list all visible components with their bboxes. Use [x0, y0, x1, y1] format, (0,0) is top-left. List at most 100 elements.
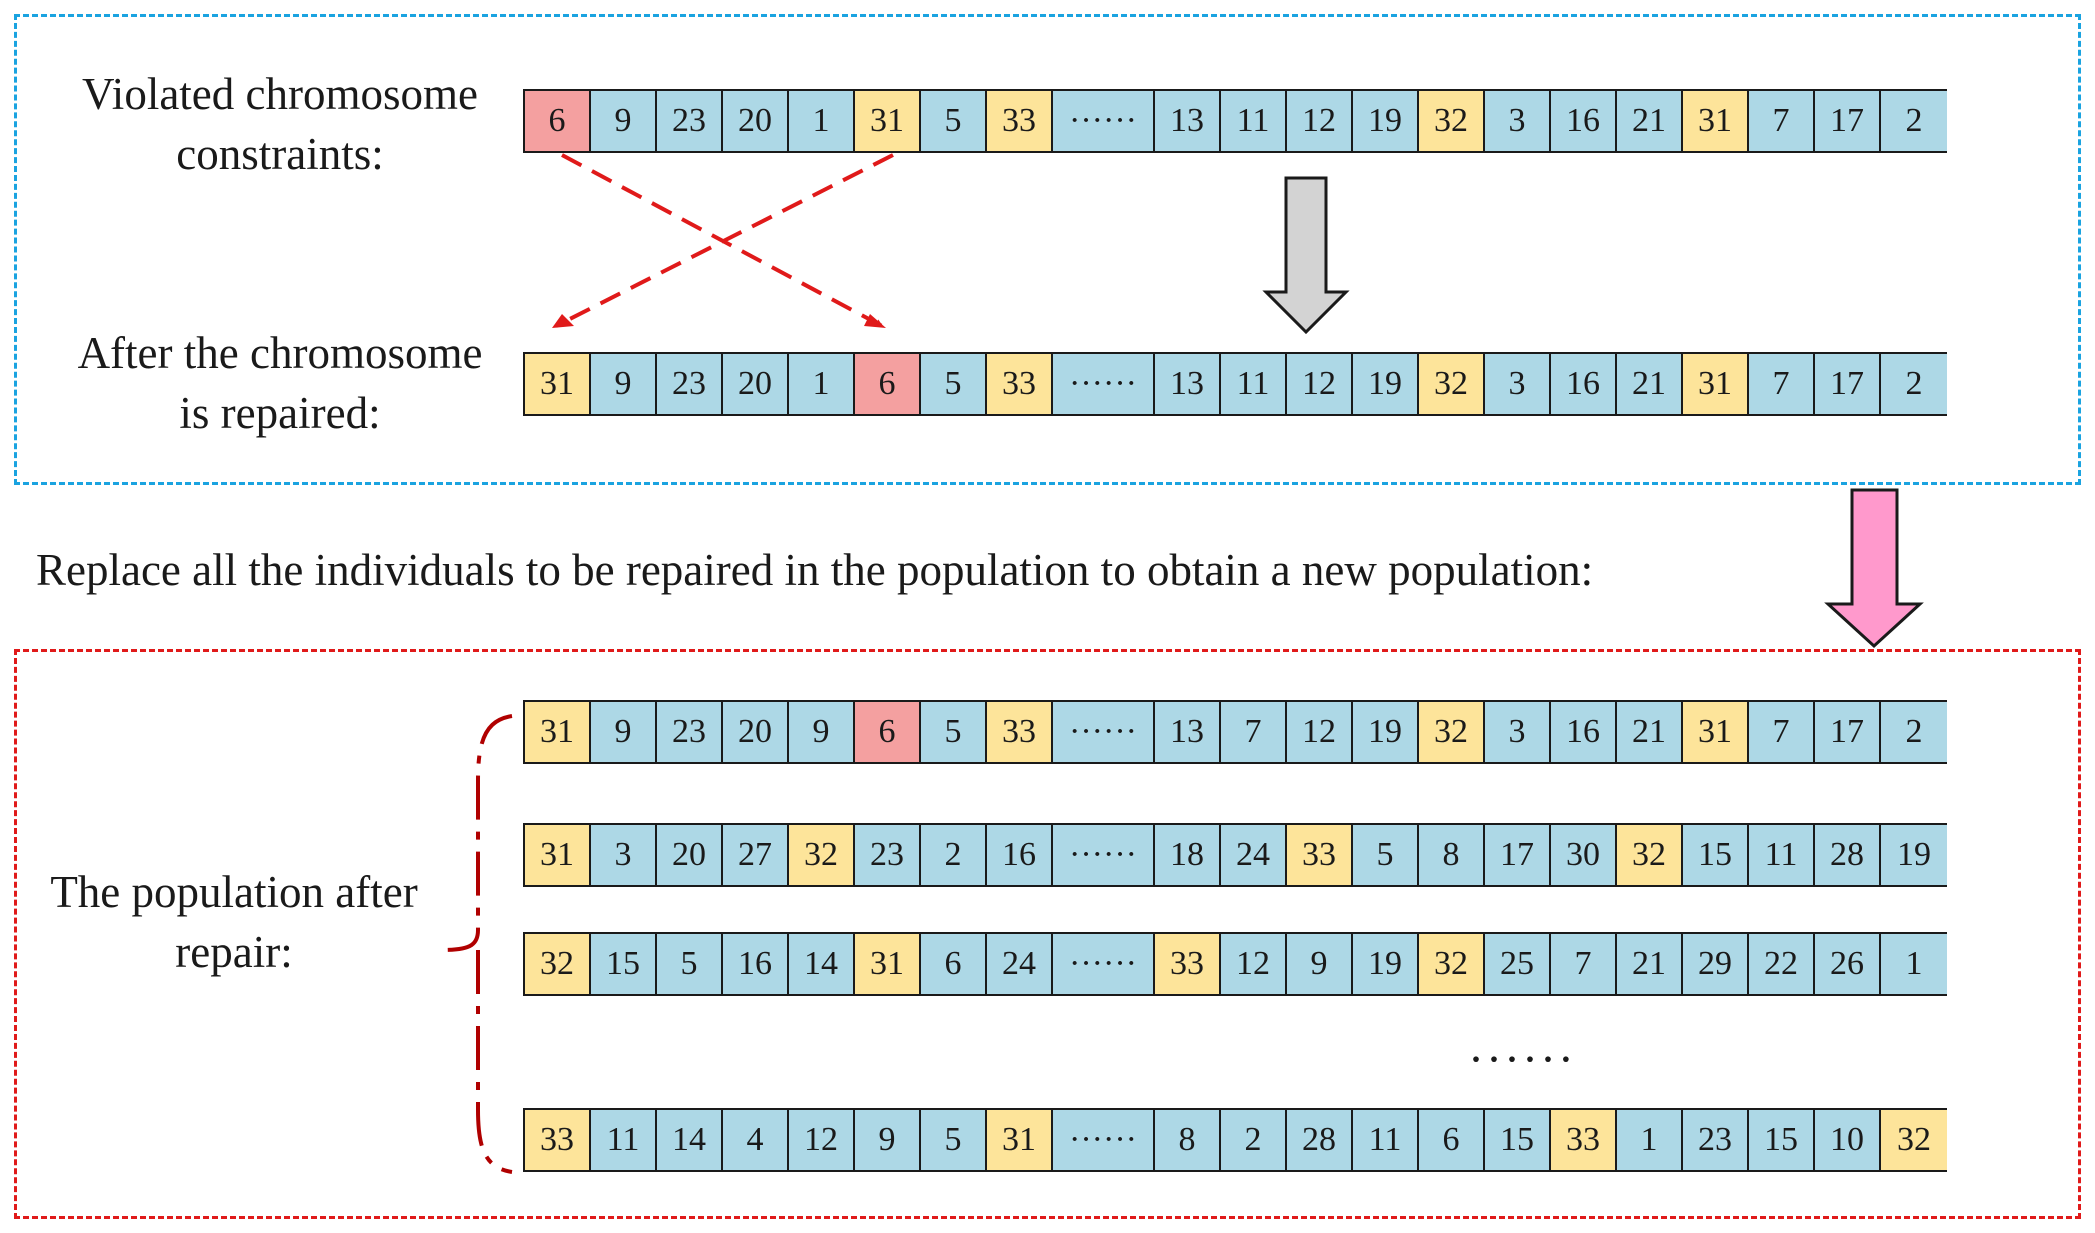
gene-cell: 2	[1221, 1110, 1287, 1170]
gene-cell: 9	[591, 702, 657, 762]
repaired-label: After the chromosome is repaired:	[30, 323, 530, 443]
gene-cell: 2	[1881, 702, 1947, 762]
replace-caption: Replace all the individuals to be repair…	[36, 545, 1594, 595]
gene-cell: 30	[1551, 825, 1617, 885]
gene-cell: 9	[591, 354, 657, 414]
gene-ellipsis: ······	[1053, 702, 1155, 762]
gene-cell: 11	[1353, 1110, 1419, 1170]
gene-cell: 24	[1221, 825, 1287, 885]
gene-cell: 8	[1155, 1110, 1221, 1170]
population-label: The population after repair:	[14, 862, 454, 982]
gene-cell: 33	[1287, 825, 1353, 885]
gene-cell: 17	[1485, 825, 1551, 885]
gene-cell: 32	[1419, 354, 1485, 414]
gene-cell: 33	[987, 702, 1053, 762]
gene-cell: 5	[657, 934, 723, 994]
gene-cell: 29	[1683, 934, 1749, 994]
gene-cell: 5	[921, 702, 987, 762]
gene-cell: 15	[591, 934, 657, 994]
gene-cell: 16	[1551, 91, 1617, 151]
gene-cell: 2	[921, 825, 987, 885]
gene-cell: 15	[1749, 1110, 1815, 1170]
gene-cell: 1	[789, 91, 855, 151]
gene-cell: 9	[591, 91, 657, 151]
gene-cell: 4	[723, 1110, 789, 1170]
gene-cell: 10	[1815, 1110, 1881, 1170]
gene-ellipsis: ······	[1053, 354, 1155, 414]
gene-cell: 12	[1287, 354, 1353, 414]
population-label-line-1: The population after	[50, 867, 418, 917]
gene-cell: 24	[987, 934, 1053, 994]
gene-ellipsis: ······	[1053, 1110, 1155, 1170]
gene-cell: 18	[1155, 825, 1221, 885]
gene-cell: 6	[525, 91, 591, 151]
population-frame	[14, 649, 2081, 1219]
repair-step-frame	[14, 14, 2081, 485]
gene-cell: 31	[855, 934, 921, 994]
gene-cell: 23	[657, 702, 723, 762]
gene-cell: 33	[1551, 1110, 1617, 1170]
gene-cell: 20	[657, 825, 723, 885]
gene-cell: 12	[1287, 91, 1353, 151]
gene-cell: 7	[1749, 354, 1815, 414]
gene-cell: 23	[855, 825, 921, 885]
gene-cell: 3	[1485, 702, 1551, 762]
gene-cell: 12	[789, 1110, 855, 1170]
gene-cell: 32	[1419, 934, 1485, 994]
gene-cell: 9	[789, 702, 855, 762]
gene-cell: 20	[723, 91, 789, 151]
gene-cell: 2	[1881, 91, 1947, 151]
gene-cell: 5	[921, 91, 987, 151]
gene-cell: 27	[723, 825, 789, 885]
gene-cell: 11	[1749, 825, 1815, 885]
gene-cell: 33	[987, 91, 1053, 151]
gene-cell: 16	[987, 825, 1053, 885]
gene-cell: 32	[789, 825, 855, 885]
gene-cell: 1	[789, 354, 855, 414]
gene-cell: 6	[855, 354, 921, 414]
gene-cell: 11	[1221, 354, 1287, 414]
gene-cell: 31	[1683, 91, 1749, 151]
violated-label-line-1: Violated chromosome	[82, 69, 478, 119]
gene-cell: 9	[855, 1110, 921, 1170]
gene-cell: 26	[1815, 934, 1881, 994]
repaired-label-line-2: is repaired:	[179, 388, 381, 438]
gene-cell: 23	[657, 354, 723, 414]
gene-cell: 12	[1287, 702, 1353, 762]
gene-cell: 33	[525, 1110, 591, 1170]
gene-cell: 32	[1617, 825, 1683, 885]
gene-cell: 23	[657, 91, 723, 151]
gene-cell: 7	[1749, 91, 1815, 151]
gene-cell: 7	[1551, 934, 1617, 994]
gene-cell: 25	[1485, 934, 1551, 994]
gene-cell: 3	[1485, 354, 1551, 414]
gene-cell: 5	[1353, 825, 1419, 885]
gene-cell: 13	[1155, 354, 1221, 414]
gene-cell: 12	[1221, 934, 1287, 994]
gene-cell: 14	[789, 934, 855, 994]
gene-cell: 9	[1287, 934, 1353, 994]
population-label-line-2: repair:	[175, 927, 293, 977]
gene-cell: 32	[1419, 702, 1485, 762]
gene-cell: 7	[1221, 702, 1287, 762]
rows-ellipsis: ······	[1468, 1033, 1576, 1086]
gene-cell: 22	[1749, 934, 1815, 994]
gene-cell: 15	[1683, 825, 1749, 885]
gene-cell: 31	[855, 91, 921, 151]
gene-cell: 31	[1683, 702, 1749, 762]
gene-cell: 21	[1617, 354, 1683, 414]
gene-cell: 11	[591, 1110, 657, 1170]
gene-cell: 31	[525, 825, 591, 885]
gene-cell: 19	[1353, 934, 1419, 994]
gene-cell: 21	[1617, 934, 1683, 994]
gene-cell: 33	[1155, 934, 1221, 994]
gene-cell: 14	[657, 1110, 723, 1170]
gene-cell: 33	[987, 354, 1053, 414]
gene-cell: 5	[921, 354, 987, 414]
gene-cell: 20	[723, 354, 789, 414]
